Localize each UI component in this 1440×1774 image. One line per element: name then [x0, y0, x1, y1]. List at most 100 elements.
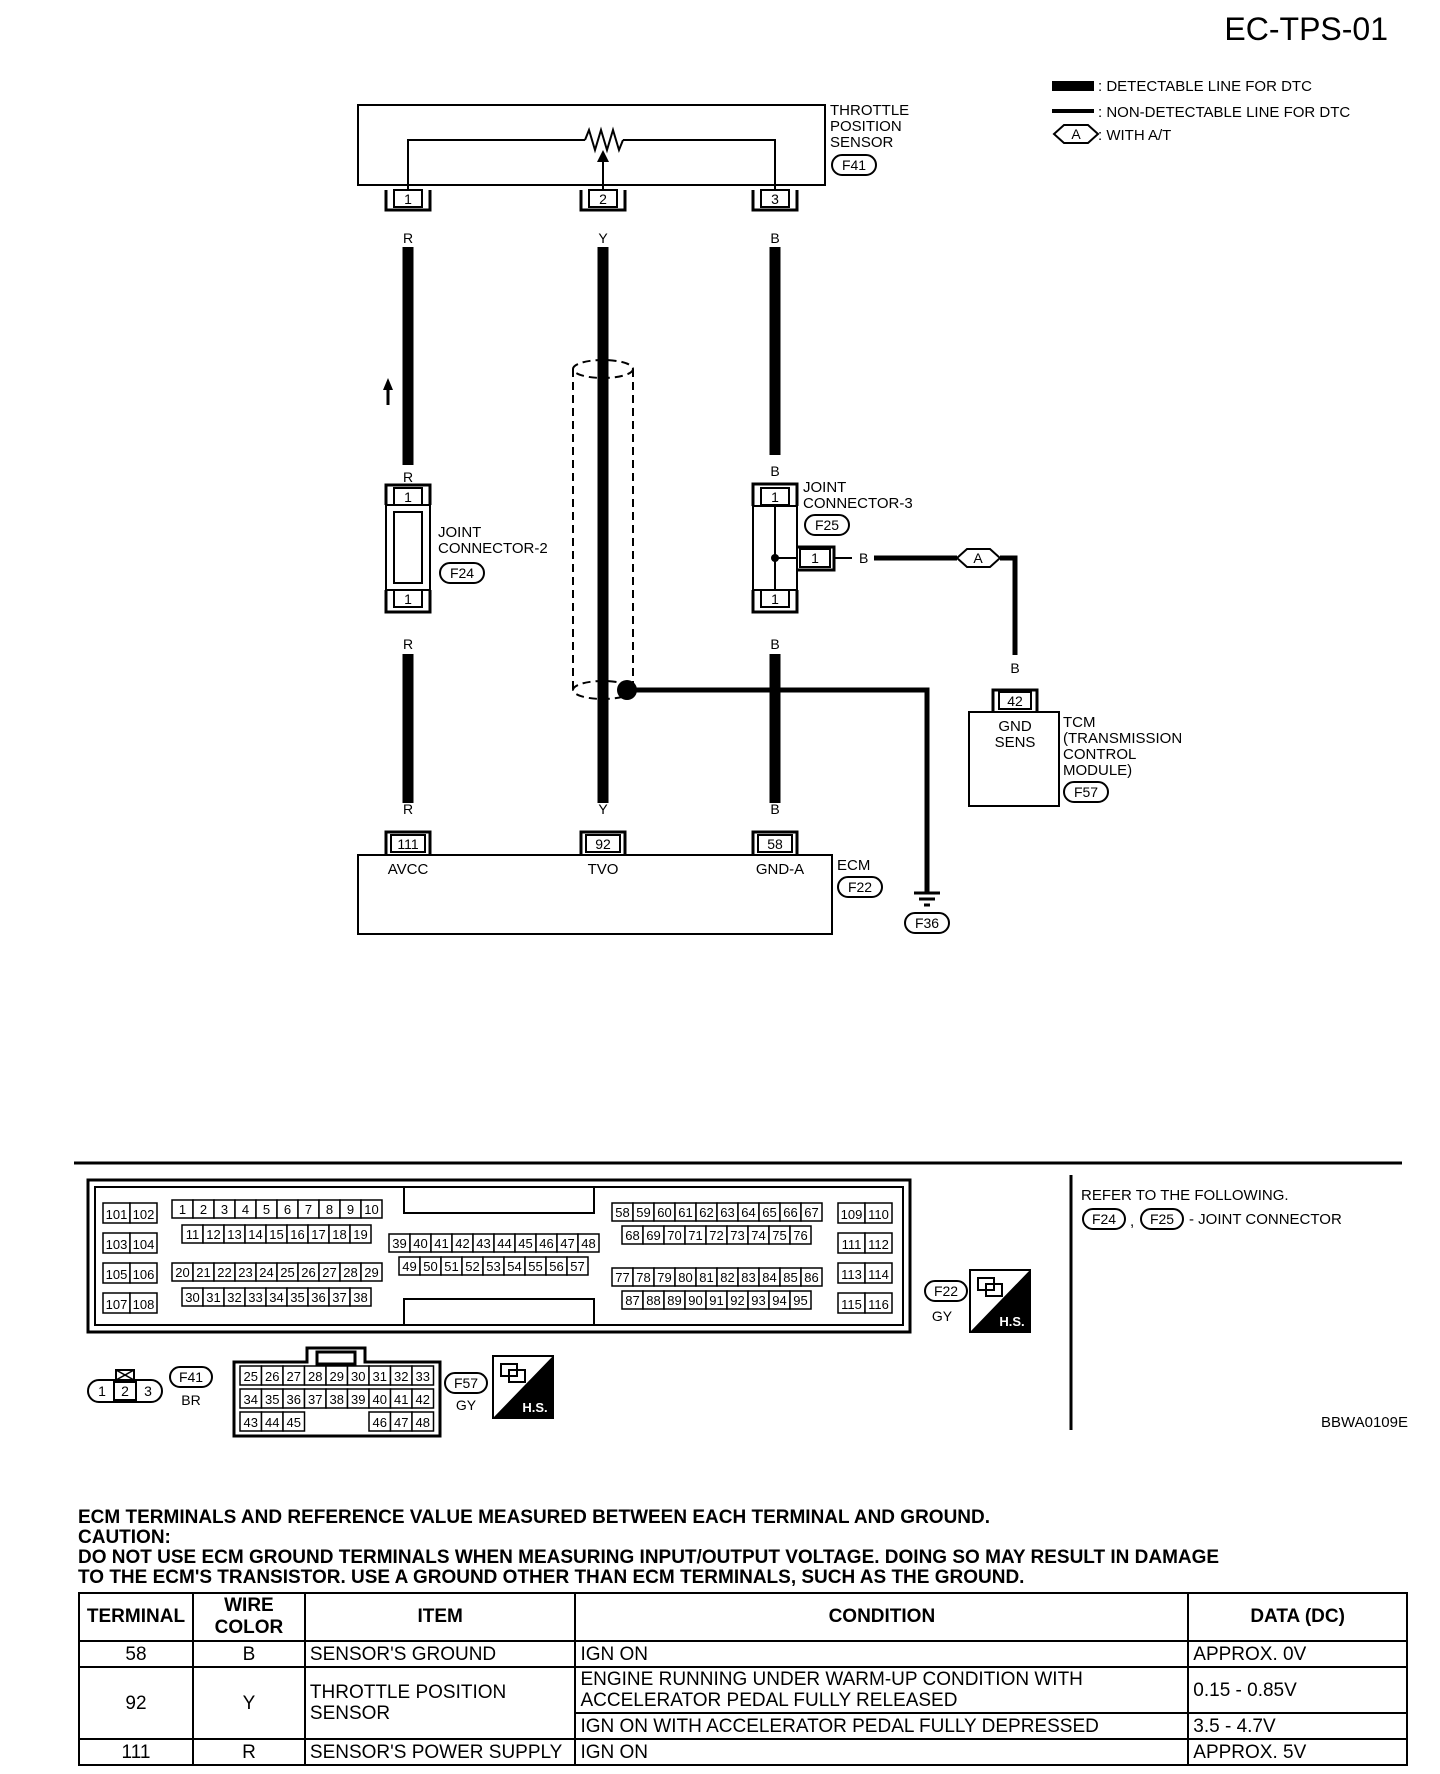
jc2-label-2: CONNECTOR-2 — [438, 540, 548, 557]
f22-pin-label: 3 — [221, 1202, 228, 1217]
svg-text:Y: Y — [598, 230, 608, 246]
jc3-connector-id: F25 — [815, 517, 839, 533]
item-cell: THROTTLE POSITION SENSOR — [303, 1666, 577, 1740]
f22-pin-cell — [800, 1267, 823, 1287]
f22-pin-label: 90 — [688, 1293, 702, 1308]
potentiometer-symbol — [584, 126, 624, 154]
svg-text:R: R — [403, 469, 413, 485]
ecm-pin-58: 58 — [767, 836, 783, 852]
f22-pin-label: 88 — [646, 1293, 660, 1308]
f22-pin-label: 81 — [699, 1270, 713, 1285]
data-cell: 0.15 - 0.85V — [1187, 1666, 1408, 1714]
f22-pin-cell — [789, 1225, 812, 1245]
f22-pin-label: 79 — [657, 1270, 671, 1285]
f22-pin-label: 26 — [301, 1265, 315, 1280]
f22-pin-label: 55 — [528, 1259, 542, 1274]
legend-non-detectable-swatch — [1052, 109, 1094, 113]
f57-pin-label: 46 — [373, 1415, 387, 1430]
f22-pin-label: 57 — [570, 1259, 584, 1274]
f22-connector-id: F22 — [934, 1283, 958, 1299]
f22-pin-label: 95 — [793, 1293, 807, 1308]
svg-text:1: 1 — [771, 591, 779, 607]
ecm-term-gnd-a: GND-A — [756, 861, 804, 878]
f57-pin-label: 30 — [351, 1369, 365, 1384]
wire-color-cell: B — [191, 1640, 306, 1668]
f22-pin-label: 107 — [106, 1297, 128, 1312]
note-line-3: DO NOT USE ECM GROUND TERMINALS WHEN MEA… — [78, 1547, 1220, 1568]
f57-pin-label: 48 — [416, 1415, 430, 1430]
f57-connector-id: F57 — [454, 1375, 478, 1391]
refer-connector-2: F25 — [1150, 1211, 1174, 1227]
svg-text:B: B — [770, 230, 779, 246]
f22-pin-label: 29 — [364, 1265, 378, 1280]
f22-pin-label: 85 — [783, 1270, 797, 1285]
table-row: 58 B SENSOR'S GROUND IGN ON APPROX. 0V — [78, 1640, 1408, 1668]
f57-pin-label: 31 — [373, 1369, 387, 1384]
f22-pin-label: 28 — [343, 1265, 357, 1280]
f22-pin-label: 51 — [444, 1259, 458, 1274]
f22-pin-cell — [349, 1287, 372, 1307]
svg-text:,: , — [1130, 1213, 1134, 1230]
refer-note: REFER TO THE FOLLOWING. F24 , F25 - JOIN… — [1081, 1187, 1342, 1230]
f22-pin-label: 82 — [720, 1270, 734, 1285]
ecm-term-avcc: AVCC — [388, 861, 429, 878]
note-line-4: TO THE ECM'S TRANSISTOR. USE A GROUND OT… — [78, 1567, 1025, 1588]
f57-pin-label: 33 — [416, 1369, 430, 1384]
tps-pin-1: 1 — [404, 191, 412, 207]
f57-pin-label: 39 — [351, 1392, 365, 1407]
f57-pin-label: 47 — [394, 1415, 408, 1430]
f22-pin-cell — [864, 1202, 893, 1224]
note-line-2: CAUTION: — [78, 1527, 171, 1548]
f22-pin-label: 33 — [248, 1290, 262, 1305]
f22-pin-label: 17 — [311, 1227, 325, 1242]
f22-pin-label: 75 — [772, 1228, 786, 1243]
wire-color-cell: Y — [191, 1666, 306, 1740]
f22-pin-label: 106 — [133, 1267, 155, 1282]
condition-cell: IGN ON WITH ACCELERATOR PEDAL FULLY DEPR… — [574, 1712, 1190, 1740]
f22-pin-label: 21 — [196, 1265, 210, 1280]
tcm-pin-42: 42 — [1007, 693, 1023, 709]
legend-with-at-code: A — [1071, 126, 1081, 142]
f22-color: GY — [932, 1308, 953, 1324]
ecm-pin-92: 92 — [595, 836, 611, 852]
wire-b: B B B B — [769, 230, 781, 817]
f57-pin-label: 34 — [244, 1392, 258, 1407]
wire-b-to-tcm: B A B — [834, 548, 1020, 676]
table-row: 111 R SENSOR'S POWER SUPPLY IGN ON APPRO… — [78, 1738, 1408, 1766]
tps-pin-3: 3 — [771, 191, 779, 207]
f22-pin-label: 93 — [751, 1293, 765, 1308]
f22-pin-cell — [129, 1202, 158, 1224]
item-cell: SENSOR'S POWER SUPPLY — [303, 1738, 577, 1766]
f22-pin-label: 61 — [678, 1205, 692, 1220]
f22-pin-label: 31 — [206, 1290, 220, 1305]
f22-pin-label: 56 — [549, 1259, 563, 1274]
wire-color-cell: R — [191, 1738, 306, 1766]
f22-pin-label: 19 — [353, 1227, 367, 1242]
terminal-cell: 58 — [78, 1640, 194, 1668]
tcm-label-1: TCM — [1063, 714, 1096, 731]
tcm-connector-id: F57 — [1074, 784, 1098, 800]
f22-pin-label: 80 — [678, 1270, 692, 1285]
f22-pin-label: 94 — [772, 1293, 786, 1308]
f22-pin-label: 101 — [106, 1207, 128, 1222]
f22-pin-label: 87 — [625, 1293, 639, 1308]
svg-text:R: R — [403, 230, 413, 246]
svg-text:R: R — [403, 801, 413, 817]
f22-pin-label: 2 — [200, 1202, 207, 1217]
f22-pin-label: 110 — [868, 1207, 889, 1222]
f22-pin-label: 68 — [625, 1228, 639, 1243]
f41-pin-1: 1 — [98, 1383, 106, 1399]
f22-pin-label: 64 — [741, 1205, 755, 1220]
terminal-cell: 111 — [78, 1738, 194, 1766]
f22-pin-label: 112 — [868, 1237, 889, 1252]
f22-pin-label: 8 — [326, 1202, 333, 1217]
f22-pin-label: 109 — [841, 1207, 863, 1222]
f22-pin-label: 15 — [269, 1227, 283, 1242]
throttle-position-sensor: THROTTLE POSITION SENSOR F41 — [357, 102, 909, 190]
f41-connector-view: 1 2 3 F41 BR — [87, 1366, 213, 1408]
svg-text:1: 1 — [404, 489, 412, 505]
condition-cell: ENGINE RUNNING UNDER WARM-UP CONDITION W… — [574, 1666, 1190, 1714]
f22-hs-label: H.S. — [999, 1314, 1024, 1329]
f22-pin-label: 113 — [841, 1267, 862, 1282]
